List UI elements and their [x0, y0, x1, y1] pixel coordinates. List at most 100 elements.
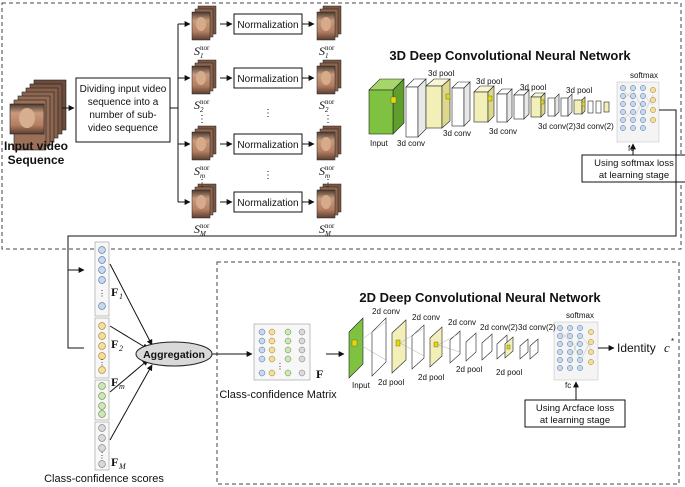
net3d-loss-box — [581, 154, 685, 183]
top-region-border — [1, 2, 682, 250]
scores-caption: Class-confidence scores — [44, 473, 164, 485]
net3d-label-pool3: 3d pool — [520, 83, 546, 92]
net2d-label-pool4: 2d pool — [496, 368, 522, 377]
divide-box-line-4: video sequence — [88, 123, 158, 134]
svg-text:2: 2 — [200, 106, 204, 114]
identity-sup: * — [671, 337, 674, 346]
svg-text:Snor: Snor — [319, 164, 335, 178]
svg-text:Snor: Snor — [319, 222, 335, 236]
matrix-symbol: F — [316, 367, 323, 381]
svg-text:2: 2 — [325, 106, 329, 114]
net3d-label-conv4: 3d conv(2) — [538, 122, 576, 131]
net3d-label-pool2: 3d pool — [476, 77, 502, 86]
row-1: Normalization — [178, 5, 342, 41]
net2d-label-fc: fc — [565, 381, 571, 390]
divide-box-line-1: Dividing input video — [80, 84, 167, 95]
net2d-loss-box — [524, 399, 626, 428]
class-confidence-matrix — [253, 323, 311, 381]
score-col-ellipsis-1: ⋮ — [98, 289, 106, 298]
row-4: Normalization — [178, 183, 342, 219]
net2d-blocks — [348, 317, 539, 379]
row-2: Normalization — [178, 59, 342, 95]
score-col-ellipsis-2: ⋮ — [98, 358, 106, 367]
svg-text:m: m — [119, 382, 125, 391]
svg-text:F: F — [111, 337, 118, 351]
net3d-label-conv1: 3d conv — [397, 139, 425, 148]
svg-text:Snor: Snor — [319, 44, 335, 58]
svg-text:1: 1 — [119, 292, 123, 301]
net2d-loss-line-1: Using Arcface loss — [536, 403, 614, 414]
divide-box-line-3: number of sub- — [89, 110, 156, 121]
svg-text:M: M — [118, 462, 127, 471]
ellipsis-right-1: ⋮ — [323, 114, 333, 125]
divide-box-line-2: sequence into a — [88, 97, 159, 108]
net3d-loss-line-2: at learning stage — [599, 170, 669, 181]
net3d-label-pool1: 3d pool — [428, 69, 454, 78]
svg-text:M: M — [324, 230, 332, 238]
svg-text:Snor: Snor — [194, 44, 210, 58]
net2d-label-conv2: 2d conv — [412, 313, 440, 322]
normalization-label-3: Normalization — [237, 140, 298, 151]
svg-text:F: F — [111, 455, 118, 469]
svg-text:Snor: Snor — [194, 164, 210, 178]
row-3: Normalization — [178, 125, 342, 161]
net2d-label-conv3: 2d conv — [448, 318, 476, 327]
net3d-label-softmax: softmax — [630, 71, 658, 80]
svg-text:Snor: Snor — [319, 98, 335, 112]
net3d-label-conv3: 3d conv — [489, 127, 517, 136]
net2d-label-softmax: softmax — [566, 311, 594, 320]
net3d-label-conv2: 3d conv — [443, 129, 471, 138]
input-video-stack — [9, 79, 67, 151]
net2d-label-input: Input — [352, 381, 371, 390]
svg-text:2: 2 — [119, 344, 123, 353]
ellipsis-mid-1: ⋮ — [263, 108, 273, 119]
net2d-label-conv5: 3d conv(2) — [518, 323, 556, 332]
svg-text:Snor: Snor — [194, 222, 210, 236]
net3d-label-input: Input — [370, 139, 389, 148]
score-col-ellipsis-3: ⋮ — [98, 451, 106, 460]
svg-text:Snor: Snor — [194, 98, 210, 112]
ellipsis-left-1: ⋮ — [197, 114, 207, 125]
svg-text:F: F — [111, 375, 118, 389]
net3d-title: 3D Deep Convolutional Neural Network — [389, 48, 631, 63]
input-video-label-2: Sequence — [8, 153, 65, 167]
normalization-label-1: Normalization — [237, 20, 298, 31]
svg-text:m: m — [325, 172, 330, 180]
net3d-loss-line-1: Using softmax loss — [594, 158, 674, 169]
net2d-connectors — [356, 321, 461, 361]
identity-symbol: c — [664, 340, 670, 355]
aggregation-label: Aggregation — [143, 349, 205, 361]
connector-3d-to-scores — [67, 109, 677, 349]
matrix-ellipsis: ⋮ — [276, 362, 284, 371]
matrix-caption: Class-confidence Matrix — [219, 389, 337, 401]
bottom-region-border — [216, 261, 680, 485]
net3d-label-conv5: 3d conv(2) — [576, 122, 614, 131]
normalization-label-2: Normalization — [237, 74, 298, 85]
svg-text:1: 1 — [325, 52, 329, 60]
net2d-label-pool2: 2d pool — [418, 373, 444, 382]
input-video-label-1: Input video — [4, 139, 68, 153]
svg-text:1: 1 — [200, 52, 204, 60]
normalization-label-4: Normalization — [237, 198, 298, 209]
ellipsis-right-2: ⋮ — [323, 178, 333, 189]
net2d-title: 2D Deep Convolutional Neural Network — [359, 290, 601, 305]
net3d-label-pool4: 3d pool — [566, 86, 592, 95]
arrows-to-aggregation — [109, 263, 153, 441]
net2d-label-pool1: 2d pool — [378, 378, 404, 387]
net3d-fc — [616, 81, 660, 143]
net3d-blocks — [368, 78, 610, 138]
svg-text:M: M — [199, 230, 207, 238]
identity-label: Identity — [617, 341, 656, 355]
